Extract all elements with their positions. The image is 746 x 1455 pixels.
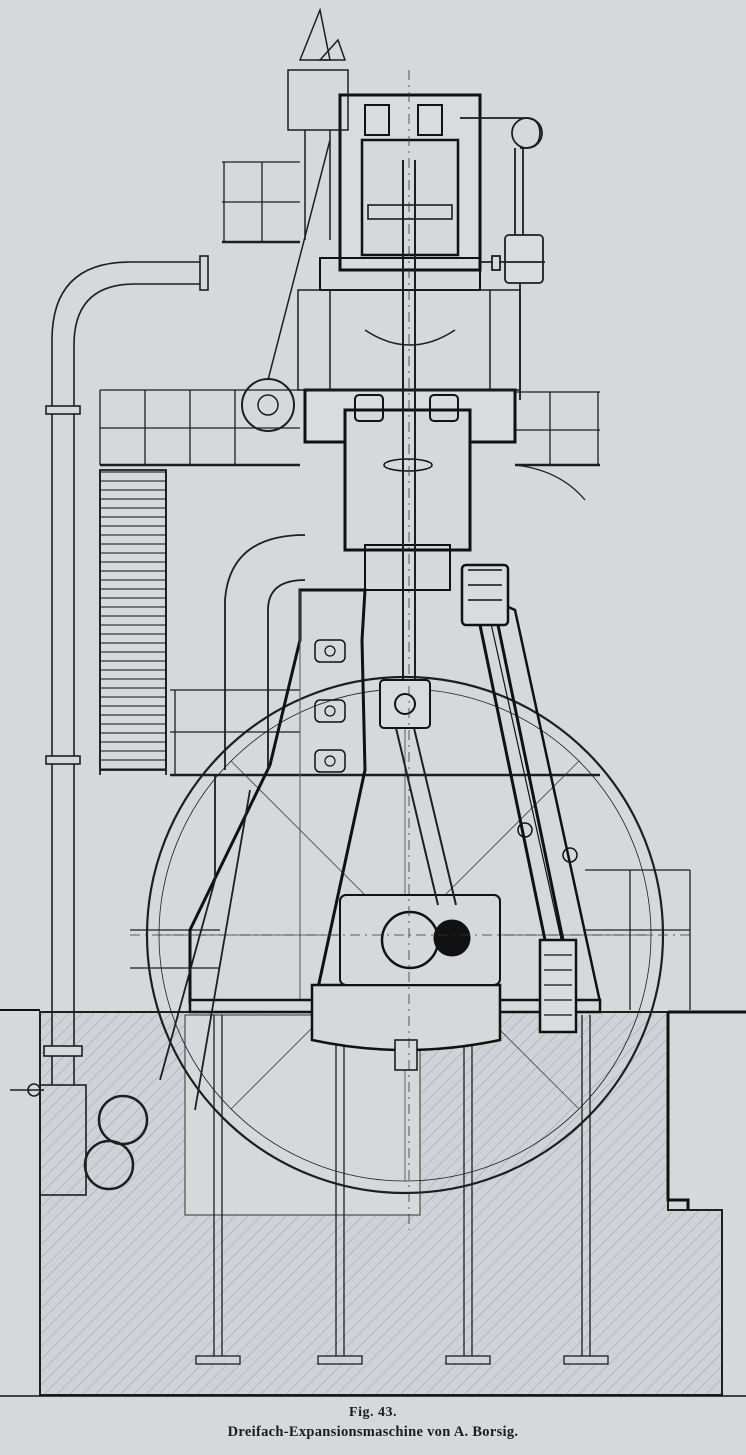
crosshead xyxy=(379,679,431,729)
high-pressure-cylinder xyxy=(319,93,482,291)
valve-gear xyxy=(460,563,578,1034)
intermediate-pressure-cylinder xyxy=(303,388,517,591)
stair-ladder xyxy=(99,469,167,775)
exhaust-pipe xyxy=(10,255,209,1196)
centre-lines xyxy=(130,70,690,1230)
receiver-pipe xyxy=(83,534,306,1191)
figure-number: Fig. 43. xyxy=(349,1405,397,1420)
steam-inlet-pipe xyxy=(460,117,545,400)
foundation xyxy=(0,1009,746,1396)
piston-rod xyxy=(402,160,416,690)
crank-bedplate xyxy=(188,894,602,1071)
connecting-rod xyxy=(395,727,457,906)
governor xyxy=(241,7,349,432)
engine-elevation-drawing xyxy=(0,7,746,1397)
figure-caption: Dreifach-Expansionsmaschine von A. Borsi… xyxy=(227,1424,519,1440)
